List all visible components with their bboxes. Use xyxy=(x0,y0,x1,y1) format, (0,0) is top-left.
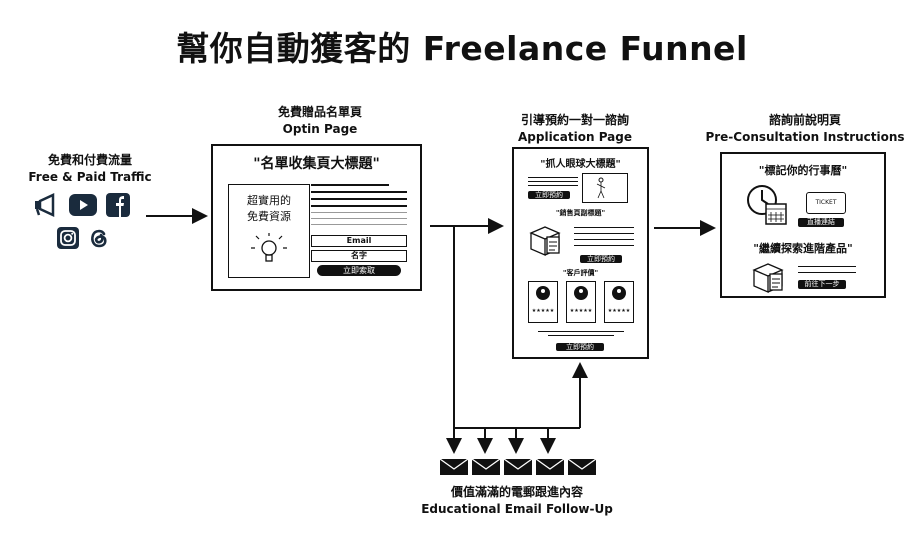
review-card: ★★★★★ xyxy=(604,281,634,323)
preconsult-headline-2: "繼續探索進階產品" xyxy=(753,242,853,255)
megaphone-icon xyxy=(33,193,57,217)
instagram-icon xyxy=(57,227,79,249)
application-page-mockup: "抓人眼球大標題" 立即預約 "銷售頁副標題" 立即預約 "客戶評價" ★★★★… xyxy=(512,147,649,359)
optin-label: 免費贈品名單頁 Optin Page xyxy=(277,105,362,136)
name-field[interactable]: 名字 xyxy=(311,250,407,262)
review-card: ★★★★★ xyxy=(566,281,596,323)
clock-calendar-icon xyxy=(747,185,787,225)
preconsult-label: 諮詢前說明頁 Pre-Consultation Instructions xyxy=(705,113,905,144)
review-card: ★★★★★ xyxy=(528,281,558,323)
gift-box-icon xyxy=(752,263,784,293)
page-title: 幫你自動獲客的 Freelance Funnel xyxy=(176,29,748,68)
email-field[interactable]: Email xyxy=(311,235,407,247)
application-label: 引導預約一對一諮詢 Application Page xyxy=(517,113,633,144)
application-cta-1[interactable]: 立即預約 xyxy=(528,191,570,199)
envelope-icon xyxy=(567,458,597,475)
application-headline: "抓人眼球大標題" xyxy=(540,159,621,170)
ticket-icon: TICKET xyxy=(806,192,846,214)
lightbulb-icon xyxy=(251,233,287,262)
freebie-box: 超實用的 免費資源 xyxy=(228,184,310,278)
envelope-icon xyxy=(471,458,501,475)
preconsult-headline-1: "標記你的行事曆" xyxy=(758,164,848,177)
email-icons xyxy=(439,458,597,475)
application-cta-2[interactable]: 立即預約 xyxy=(580,255,622,263)
envelope-icon xyxy=(439,458,469,475)
video-thumbnail xyxy=(582,173,628,203)
envelope-icon xyxy=(503,458,533,475)
optin-cta-button[interactable]: 立即索取 xyxy=(317,265,401,276)
application-cta-3[interactable]: 立即預約 xyxy=(556,343,604,351)
traffic-label: 免費和付費流量 Free & Paid Traffic xyxy=(28,153,152,184)
preconsult-cta-1[interactable]: 直播連結 xyxy=(798,218,844,227)
reviews-title: "客戶評價" xyxy=(562,269,599,277)
preconsult-cta-2[interactable]: 前往下一步 xyxy=(798,280,846,289)
gift-box-icon xyxy=(529,226,561,256)
optin-page-mockup: "名單收集頁大標題" 超實用的 免費資源 Email 名字 立即索取 xyxy=(211,144,422,291)
threads-icon xyxy=(87,226,111,250)
email-label: 價值滿滿的電郵跟進內容 Educational Email Follow-Up xyxy=(421,485,613,516)
optin-headline: "名單收集頁大標題" xyxy=(253,156,380,172)
envelope-icon xyxy=(535,458,565,475)
facebook-icon xyxy=(106,193,130,217)
application-subheadline: "銷售頁副標題" xyxy=(555,209,606,217)
youtube-icon xyxy=(69,194,97,216)
preconsult-page-mockup: "標記你的行事曆" TICKET 直播連結 "繼續探索進階產品" 前往下一步 xyxy=(720,152,886,298)
